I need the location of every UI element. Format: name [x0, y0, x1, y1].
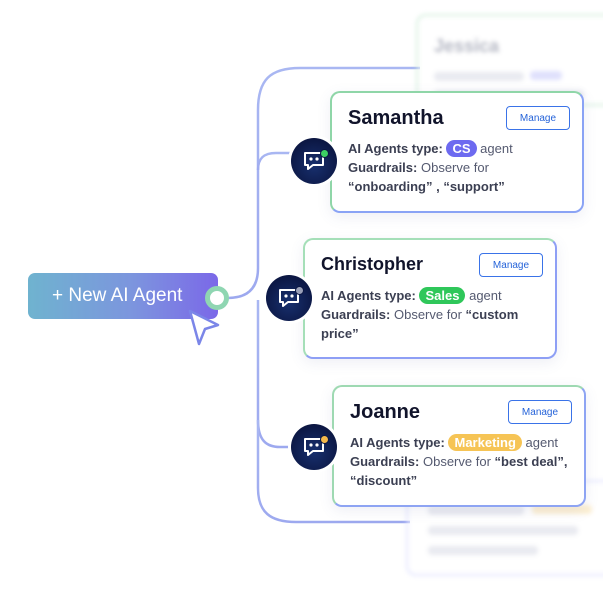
connector-node-icon — [205, 286, 229, 310]
agent-card-joanne[interactable]: Joanne Manage AI Agents type: Marketing … — [332, 385, 586, 507]
ghost-line — [428, 526, 578, 535]
ghost-pill — [532, 505, 592, 514]
ghost-line — [428, 506, 524, 515]
guardrails-row: Guardrails: Observe for “best deal”, “di… — [350, 452, 578, 490]
guardrails-label: Guardrails: — [321, 307, 391, 322]
agent-type-row: AI Agents type: Marketing agent — [350, 433, 578, 452]
agent-type-suffix: agent — [525, 435, 559, 450]
agent-type-suffix: agent — [469, 288, 502, 303]
agent-name: Christopher — [321, 254, 424, 274]
agent-card-christopher[interactable]: Christopher Manage AI Agents type: Sales… — [303, 238, 557, 359]
agent-details: AI Agents type: CS agent Guardrails: Obs… — [348, 139, 576, 196]
agent-type-label: AI Agents type: — [321, 288, 416, 303]
agent-avatar-samantha — [291, 138, 337, 184]
agent-type-row: AI Agents type: CS agent — [348, 139, 576, 158]
manage-button[interactable]: Manage — [506, 106, 570, 130]
ghost-line — [428, 546, 538, 555]
agent-card-samantha[interactable]: Samantha Manage AI Agents type: CS agent… — [330, 91, 584, 213]
guardrails-text: Observe for — [422, 454, 491, 469]
agent-type-label: AI Agents type: — [350, 435, 445, 450]
guardrails-text: Observe for — [420, 160, 489, 175]
agent-type-badge: CS — [446, 140, 477, 157]
ghost-agent-name: Jessica — [434, 36, 500, 56]
guardrails-text: Observe for — [393, 307, 462, 322]
mouse-pointer-icon — [188, 309, 220, 346]
status-dot — [320, 435, 329, 444]
agent-details: AI Agents type: Sales agent Guardrails: … — [321, 286, 549, 343]
agent-name: Samantha — [348, 107, 444, 129]
agent-type-badge: Sales — [419, 287, 466, 304]
guardrails-row: Guardrails: Observe for “custom price” — [321, 305, 549, 343]
agent-type-badge: Marketing — [448, 434, 522, 451]
agent-details: AI Agents type: Marketing agent Guardrai… — [350, 433, 578, 490]
new-ai-agent-button[interactable]: + New AI Agent — [28, 273, 218, 319]
guardrails-row: Guardrails: Observe for “onboarding” , “… — [348, 158, 576, 196]
agent-avatar-joanne — [291, 424, 337, 470]
guardrails-label: Guardrails: — [348, 160, 418, 175]
manage-button[interactable]: Manage — [479, 253, 543, 277]
ghost-line — [434, 72, 524, 81]
guardrails-values: “custom price” — [321, 307, 519, 341]
status-dot — [295, 286, 304, 295]
ghost-pill — [530, 71, 562, 80]
agent-type-row: AI Agents type: Sales agent — [321, 286, 549, 305]
status-dot — [320, 149, 329, 158]
agent-type-suffix: agent — [480, 141, 513, 156]
guardrails-label: Guardrails: — [350, 454, 420, 469]
agent-type-label: AI Agents type: — [348, 141, 443, 156]
manage-button[interactable]: Manage — [508, 400, 572, 424]
agent-avatar-christopher — [266, 275, 312, 321]
new-ai-agent-label: + New AI Agent — [52, 285, 183, 306]
agent-name: Joanne — [350, 401, 421, 423]
guardrails-values: “best deal”, “discount” — [350, 454, 568, 488]
guardrails-values: “onboarding” , “support” — [348, 179, 505, 194]
